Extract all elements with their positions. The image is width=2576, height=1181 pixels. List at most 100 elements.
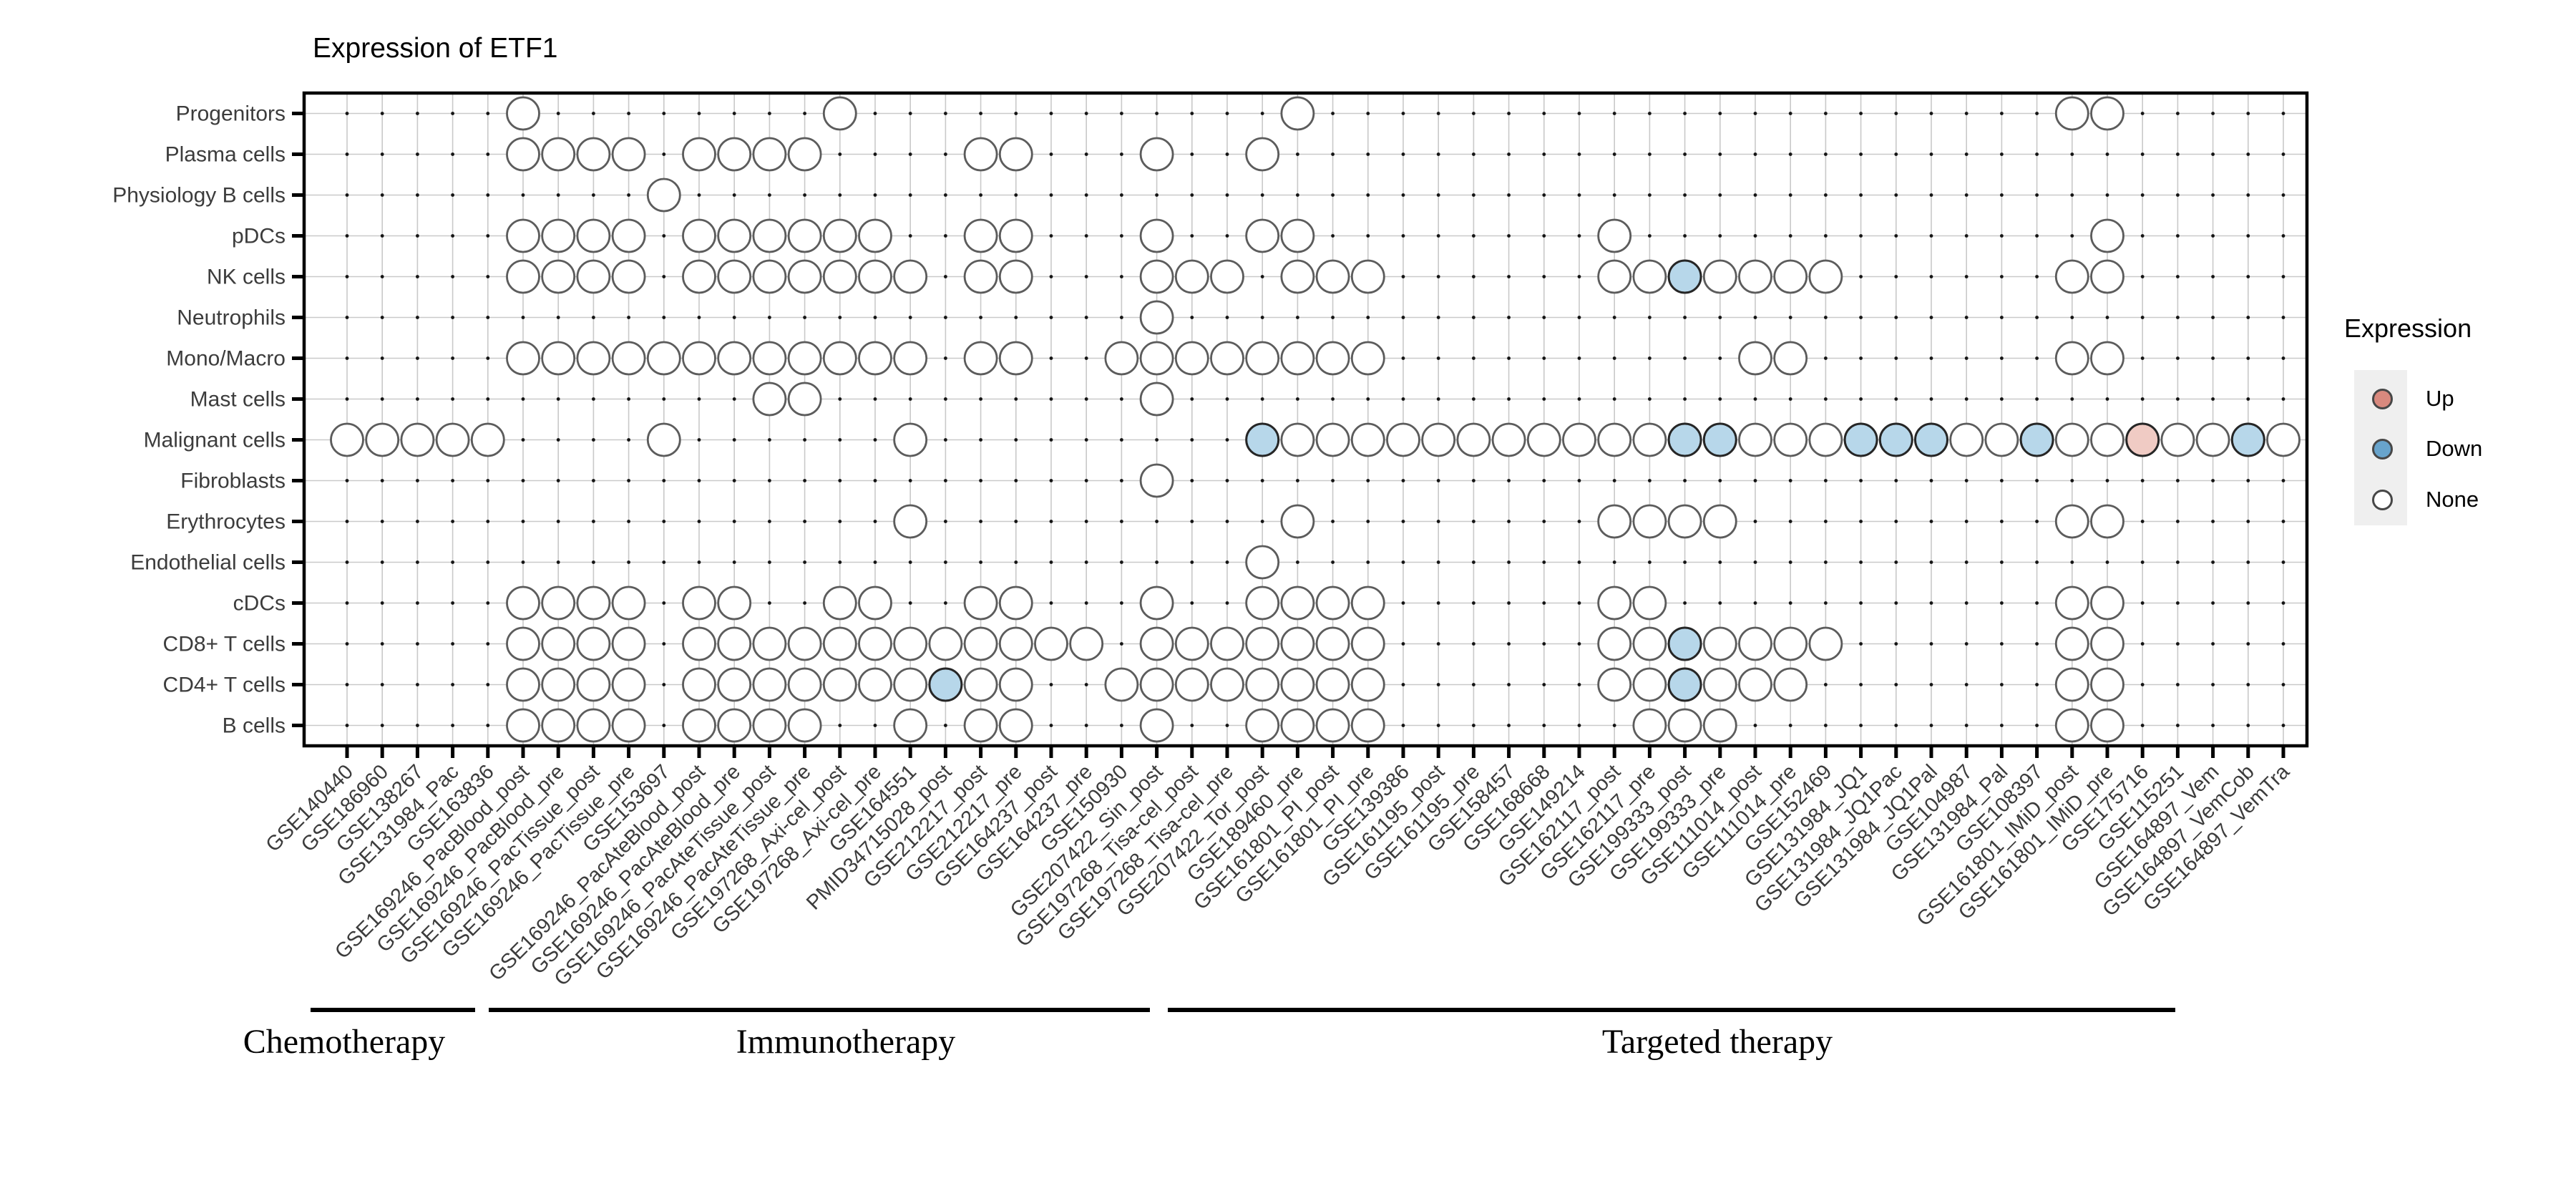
grid-node — [1014, 520, 1018, 523]
grid-node — [1964, 520, 1968, 523]
grid-node — [1472, 479, 1475, 482]
grid-node — [627, 316, 630, 319]
grid-node — [1049, 397, 1053, 401]
grid-node — [1472, 560, 1475, 564]
matrix-dot — [998, 585, 1033, 621]
grid-node — [451, 356, 454, 360]
matrix-dot — [2090, 667, 2124, 702]
grid-node — [1612, 560, 1616, 564]
matrix-dot — [1350, 341, 1385, 376]
grid-node — [556, 520, 560, 523]
grid-node — [1296, 479, 1299, 482]
y-axis-label: pDCs — [232, 225, 286, 248]
y-axis-label: Neutrophils — [177, 306, 286, 330]
grid-node — [556, 193, 560, 197]
grid-node — [1225, 479, 1229, 482]
matrix-dot — [893, 708, 928, 743]
grid-node — [1964, 683, 1968, 686]
grid-node — [1683, 356, 1687, 360]
grid-node — [1929, 560, 1933, 564]
grid-node — [873, 112, 877, 115]
grid-node — [1472, 275, 1475, 278]
grid-node — [662, 397, 666, 401]
matrix-dot — [1139, 463, 1174, 498]
matrix-dot — [1139, 259, 1174, 294]
grid-node — [1084, 316, 1088, 319]
grid-node — [1401, 520, 1405, 523]
grid-node — [1824, 601, 1828, 605]
matrix-dot — [2090, 218, 2124, 253]
grid-node — [979, 520, 982, 523]
grid-node — [1859, 152, 1863, 156]
grid-node — [1507, 560, 1511, 564]
y-axis-label: Physiology B cells — [112, 184, 286, 208]
grid-node — [662, 724, 666, 727]
grid-node — [838, 316, 842, 319]
grid-node — [2176, 601, 2180, 605]
grid-node — [732, 560, 736, 564]
matrix-dot — [1702, 422, 1737, 457]
matrix-dot — [1491, 422, 1526, 457]
legend-dot-none — [2372, 490, 2393, 510]
grid-node — [2211, 642, 2215, 646]
grid-node — [451, 193, 454, 197]
grid-node — [1683, 193, 1687, 197]
grid-node — [1788, 601, 1792, 605]
grid-node — [592, 112, 595, 115]
grid-node — [1436, 397, 1440, 401]
grid-node — [803, 601, 806, 605]
grid-node — [1190, 397, 1194, 401]
matrix-dot — [1773, 667, 1808, 702]
matrix-dot — [717, 218, 752, 253]
matrix-dot — [717, 667, 752, 702]
grid-node — [1296, 316, 1299, 319]
grid-node — [697, 479, 701, 482]
matrix-dot — [2195, 422, 2230, 457]
grid-node — [1084, 724, 1088, 727]
matrix-dot — [330, 422, 364, 457]
grid-node — [1014, 397, 1018, 401]
matrix-dot — [1350, 626, 1385, 661]
grid-node — [345, 316, 349, 319]
matrix-dot — [1315, 626, 1350, 661]
matrix-dot — [928, 626, 963, 661]
therapy-group-label: Immunotherapy — [736, 1023, 956, 1061]
grid-node — [1401, 397, 1405, 401]
grid-node — [768, 601, 771, 605]
grid-node — [1718, 316, 1722, 319]
grid-node — [1859, 112, 1863, 115]
grid-node — [2281, 275, 2285, 278]
grid-node — [1753, 601, 1757, 605]
grid-node — [2035, 560, 2039, 564]
matrix-dot — [611, 341, 646, 376]
grid-node — [2140, 601, 2145, 605]
matrix-dot — [1597, 504, 1632, 539]
grid-node — [1401, 112, 1405, 115]
legend-dot-down — [2372, 439, 2393, 460]
grid-node — [1542, 520, 1546, 523]
grid-node — [1190, 438, 1194, 442]
grid-node — [345, 724, 349, 727]
grid-node — [1331, 397, 1335, 401]
matrix-dot — [822, 259, 857, 294]
matrix-dot — [858, 585, 892, 621]
grid-node — [1788, 234, 1792, 238]
grid-node — [416, 356, 419, 360]
grid-node — [1225, 193, 1229, 197]
grid-node — [1331, 193, 1335, 197]
grid-node — [2105, 560, 2109, 564]
grid-node — [1929, 152, 1933, 156]
matrix-dot — [1350, 422, 1385, 457]
grid-node — [345, 601, 349, 605]
grid-node — [1577, 642, 1581, 646]
grid-node — [521, 520, 525, 523]
matrix-dot — [1280, 585, 1315, 621]
grid-node — [768, 112, 771, 115]
grid-node — [1155, 193, 1158, 197]
grid-node — [944, 479, 947, 482]
grid-node — [1859, 560, 1863, 564]
grid-node — [2070, 397, 2074, 401]
grid-node — [1824, 152, 1828, 156]
grid-node — [803, 560, 806, 564]
grid-node — [1824, 112, 1828, 115]
